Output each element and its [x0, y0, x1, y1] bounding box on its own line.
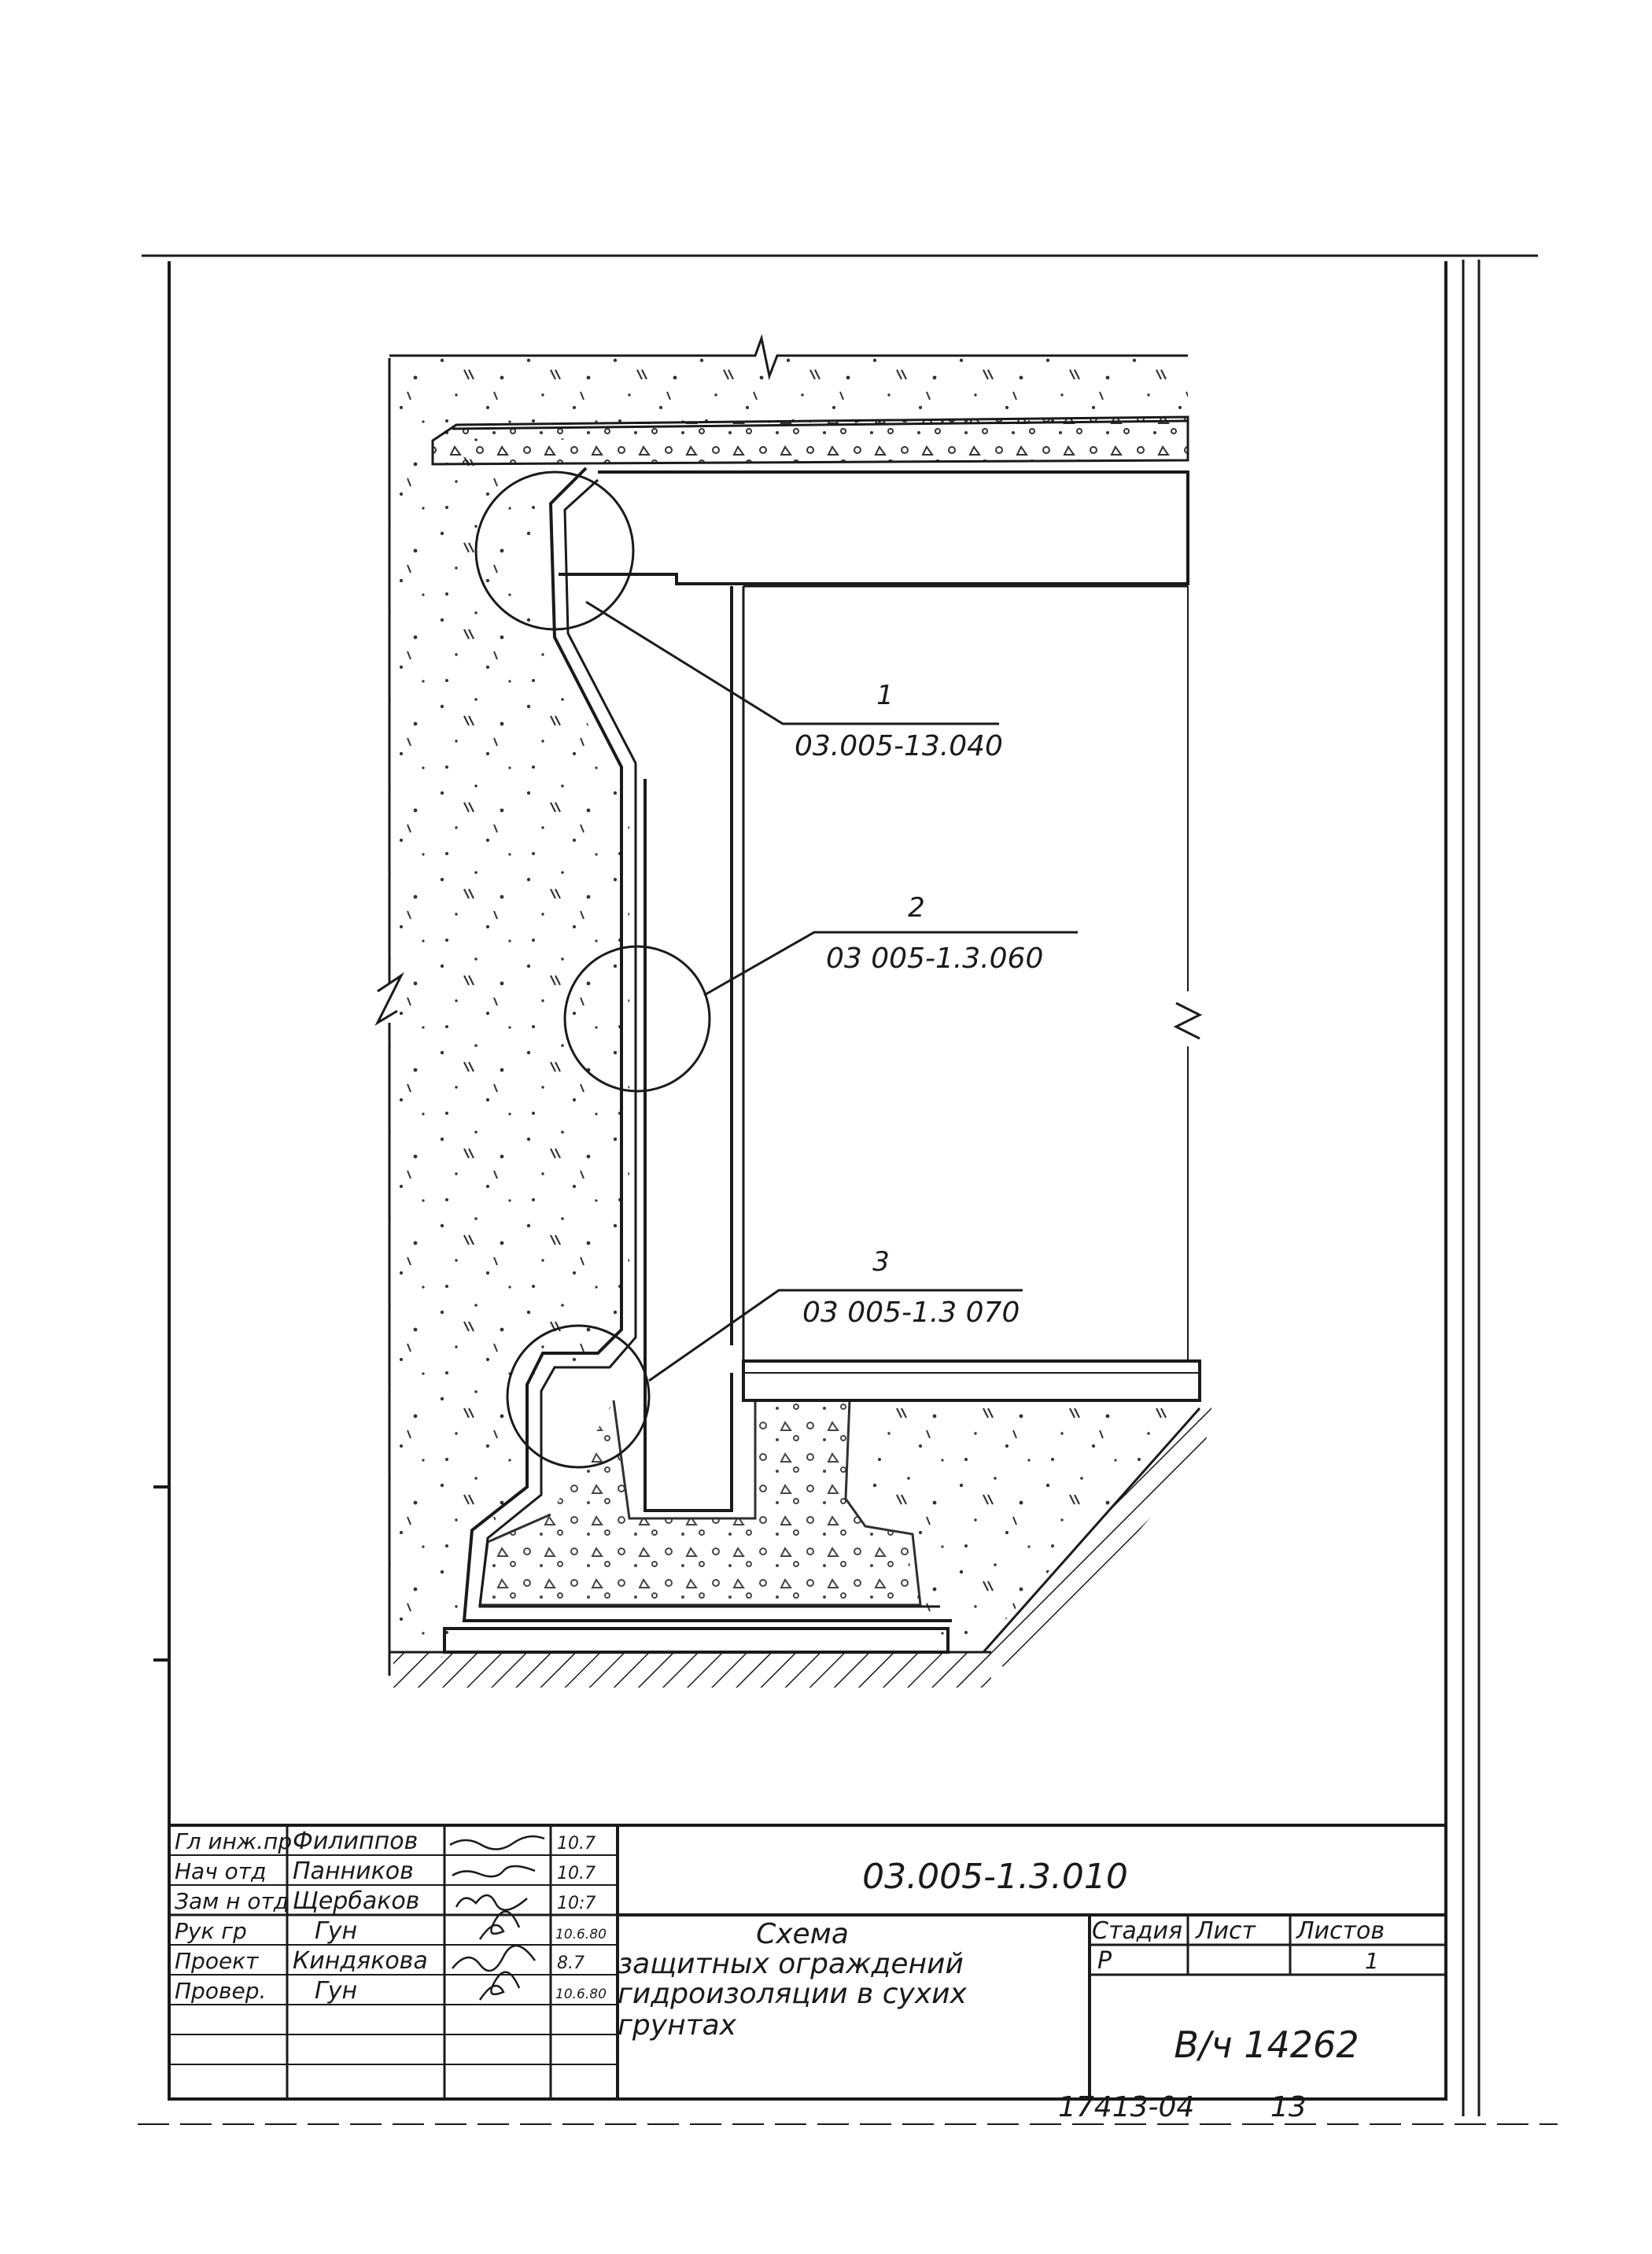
signatures-table: Гл инж.пр Филиппов 10.7 Нач отд Панников…: [175, 1828, 607, 2005]
title-line-2: защитных ограждений: [618, 1948, 964, 1980]
roof-slab: [559, 470, 1189, 585]
role-0: Гл инж.пр: [175, 1828, 292, 1854]
detail-circle-1: [474, 470, 635, 631]
waterproofing-layer-outer: [462, 467, 952, 1622]
date-3: 10.6.80: [555, 1927, 607, 1942]
title-line-4: грунтах: [618, 2009, 737, 2042]
date-2: 10:7: [557, 1894, 596, 1913]
role-1: Нач отд: [175, 1858, 266, 1884]
leader-line-3: [648, 1289, 1023, 1382]
title-line-3: гидроизоляции в сухих: [618, 1978, 968, 2010]
base-preparation: [443, 1627, 950, 1654]
name-2: Щербаков: [293, 1887, 419, 1915]
floor-slab: [742, 1359, 1201, 1402]
callout-3-number: 3: [872, 1246, 890, 1278]
drawing-title: Схема защитных ограждений гидроизоляции …: [618, 1918, 968, 2042]
stage-header: Стадия: [1092, 1917, 1182, 1945]
leader-line-1: [585, 600, 999, 725]
callout-2-code: 03 005-1.3.060: [826, 943, 1043, 975]
waterproofing-section: [374, 334, 1215, 1688]
date-1: 10.7: [557, 1864, 596, 1883]
name-4: Киндякова: [293, 1947, 428, 1975]
sheets-value: 1: [1365, 1948, 1379, 1974]
backfill-soil-right: [861, 1408, 1196, 1644]
foundation-footing: [478, 1399, 922, 1607]
document-code: 03.005-1.3.010: [862, 1857, 1128, 1897]
footer-number: 17413-04: [1058, 2091, 1194, 2123]
callout-2-number: 2: [908, 892, 925, 924]
role-4: Проект: [175, 1948, 259, 1974]
sheet-header: Лист: [1195, 1917, 1257, 1945]
role-5: Провер.: [175, 1978, 266, 2004]
name-1: Панников: [293, 1857, 414, 1885]
sheets-header: Листов: [1296, 1917, 1385, 1945]
detail-circle-3: [506, 1324, 651, 1469]
name-3: Гун: [315, 1917, 357, 1945]
section-break-top: [389, 334, 1188, 381]
callout-1-number: 1: [876, 680, 894, 711]
date-5: 10.6.80: [555, 1987, 607, 2002]
title-line-1: Схема: [756, 1918, 849, 1950]
callout-3-code: 03 005-1.3 070: [802, 1297, 1020, 1329]
role-3: Рук гр: [175, 1918, 247, 1944]
role-2: Зам н отд: [175, 1888, 289, 1914]
handwritten-signatures: [449, 1835, 545, 2001]
detail-circle-2: [563, 945, 711, 1093]
name-0: Филиппов: [293, 1828, 418, 1855]
name-5: Гун: [315, 1977, 357, 2005]
protective-screed-top: [431, 415, 1189, 466]
backfill-soil-left: [389, 358, 1188, 1676]
page-number: 13: [1270, 2091, 1307, 2123]
date-4: 8.7: [557, 1953, 584, 1973]
callout-1-code: 03.005-13.040: [795, 730, 1003, 762]
stage-value: Р: [1097, 1947, 1112, 1975]
section-break-left: [374, 358, 404, 1676]
organization: В/ч 14262: [1174, 2023, 1359, 2066]
leader-line-2: [703, 931, 1078, 997]
ground-hatch-bottom: [393, 1652, 991, 1688]
date-0: 10.7: [557, 1834, 596, 1854]
title-block: [168, 1824, 1447, 2101]
